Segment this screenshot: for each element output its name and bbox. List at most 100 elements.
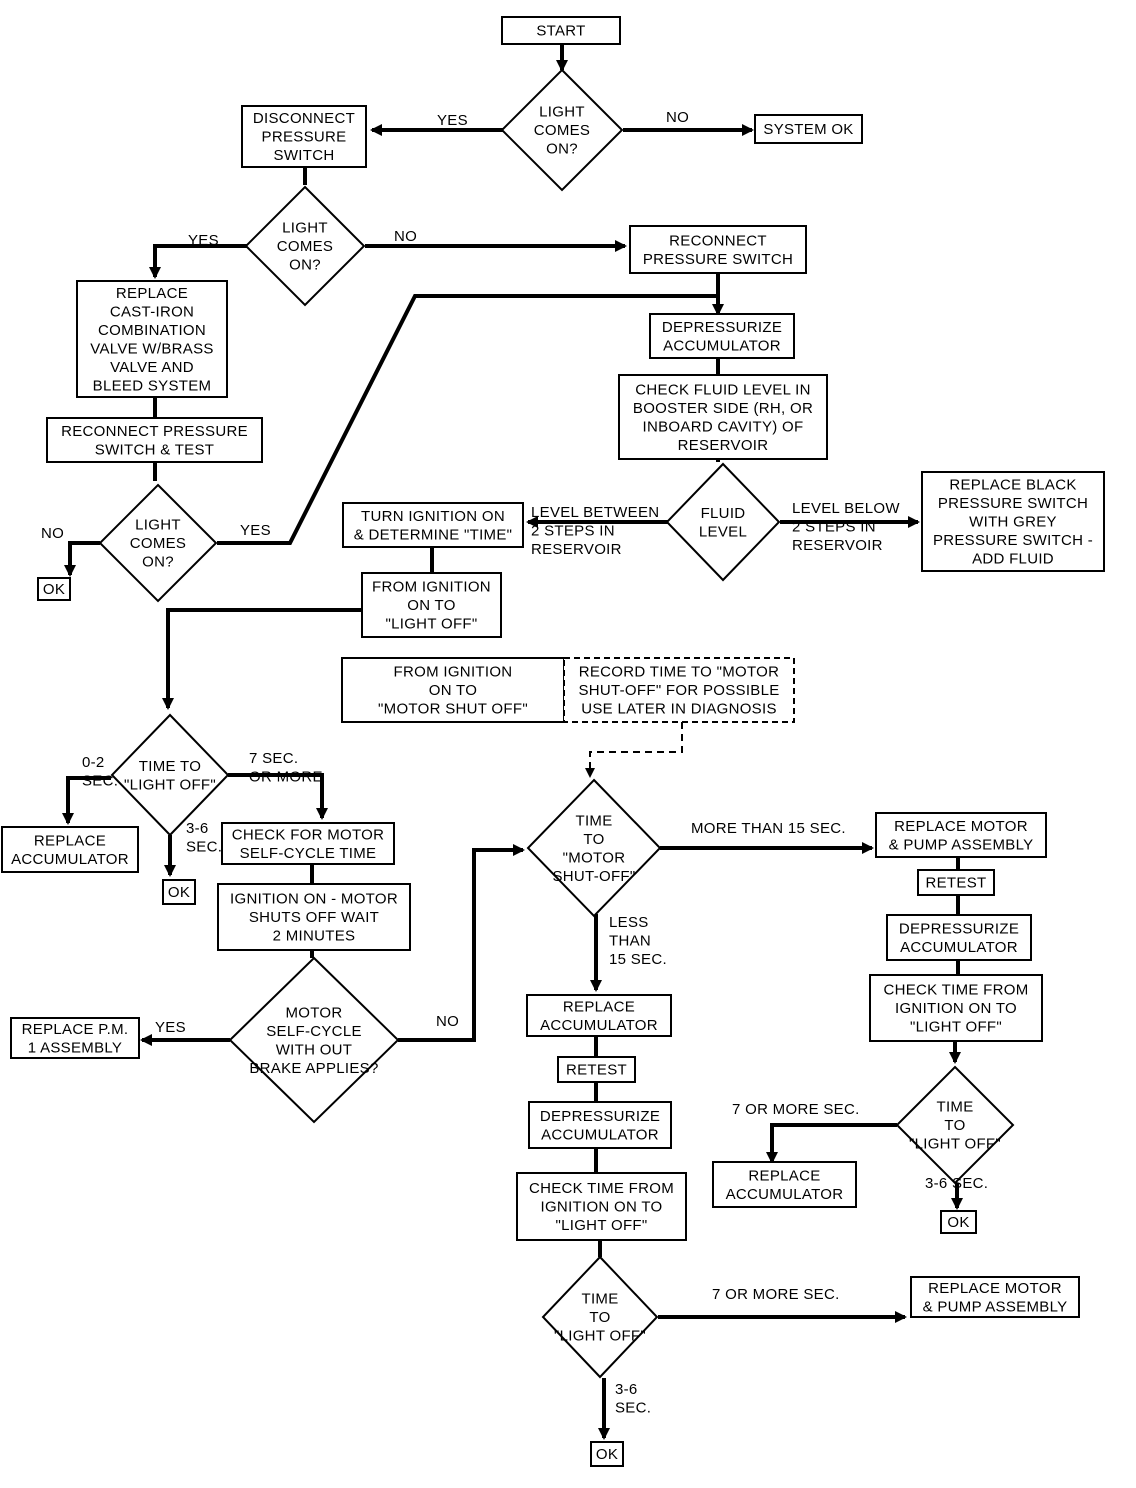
node-check-time1-line: IGNITION ON TO bbox=[895, 1000, 1017, 1017]
decision-d-motor-line: SELF-CYCLE bbox=[266, 1023, 362, 1040]
process-box bbox=[590, 1441, 624, 1467]
node-reconnect-test-line: SWITCH & TEST bbox=[95, 441, 214, 458]
label-t-7-more: 7 SEC. OR MORE bbox=[249, 750, 323, 786]
process-box bbox=[1, 826, 139, 873]
node-replace-motor1-line: REPLACE MOTOR bbox=[894, 818, 1028, 835]
decision-d-motor-line: WITH OUT bbox=[276, 1041, 353, 1058]
decision-diamond bbox=[500, 68, 624, 192]
process-box bbox=[342, 502, 524, 548]
node-replace-black-line: ADD FLUID bbox=[972, 551, 1054, 568]
label-yes1: YES bbox=[437, 112, 468, 129]
node-replace-black-line: PRESSURE SWITCH bbox=[938, 495, 1088, 512]
node-replace-motor2: REPLACE MOTOR& PUMP ASSEMBLY bbox=[910, 1276, 1080, 1318]
edge-label-line: 3-6 bbox=[615, 1381, 638, 1398]
decision-d-light2-line: ON? bbox=[289, 257, 321, 274]
node-check-time1-line: "LIGHT OFF" bbox=[910, 1019, 1002, 1036]
decision-d-light1-line: ON? bbox=[546, 141, 578, 158]
decision-d-time3-line: TO bbox=[589, 1309, 610, 1326]
node-replace-black-line: WITH GREY bbox=[969, 514, 1057, 531]
decision-d-shutoff-line: "MOTOR bbox=[563, 849, 626, 866]
node-disconnect-line: DISCONNECT bbox=[253, 110, 355, 127]
connectors bbox=[62, 44, 963, 1440]
node-system-ok-line: SYSTEM OK bbox=[763, 121, 853, 138]
label-more-15: MORE THAN 15 SEC. bbox=[691, 820, 846, 837]
label-seven-more-b: 7 OR MORE SEC. bbox=[712, 1286, 839, 1303]
node-replace-pm-line: REPLACE P.M. bbox=[22, 1021, 129, 1038]
edge-label-line: RESERVOIR bbox=[792, 537, 883, 554]
node-ok4-line: OK bbox=[596, 1446, 618, 1463]
edge-label-line: LESS bbox=[609, 914, 649, 931]
decision-diamond bbox=[541, 1255, 659, 1379]
edge-label-line: YES bbox=[437, 112, 468, 129]
node-reconnect-test-line: RECONNECT PRESSURE bbox=[61, 423, 248, 440]
node-check-time2-line: CHECK TIME FROM bbox=[529, 1180, 674, 1197]
node-start-line: START bbox=[536, 23, 585, 40]
edge-label-line: MORE THAN 15 SEC. bbox=[691, 820, 846, 837]
decision-d-time2-line: "LIGHT OFF" bbox=[909, 1136, 1001, 1153]
process-box bbox=[526, 994, 672, 1037]
node-replace-acc1-line: REPLACE bbox=[34, 832, 106, 849]
node-replace-acc2-line: ACCUMULATOR bbox=[726, 1186, 844, 1203]
decision-d-light3-line: COMES bbox=[130, 535, 187, 552]
node-retest1: RETEST bbox=[917, 869, 995, 896]
node-retest2: RETEST bbox=[557, 1056, 636, 1083]
node-retest2-line: RETEST bbox=[566, 1062, 627, 1079]
label-no2: NO bbox=[394, 228, 417, 245]
node-record-note-line: SHUT-OFF" FOR POSSIBLE bbox=[578, 682, 779, 699]
label-yes4: YES bbox=[155, 1019, 186, 1036]
node-turn-ign-line: & DETERMINE "TIME" bbox=[354, 526, 513, 543]
node-replace-pm: REPLACE P.M.1 ASSEMBLY bbox=[10, 1017, 140, 1059]
edge-label-line: YES bbox=[240, 522, 271, 539]
decision-d-time3-line: TIME bbox=[581, 1291, 618, 1308]
node-ok3: OK bbox=[940, 1210, 977, 1234]
edge-label-line: THAN bbox=[609, 933, 651, 950]
decision-d-time1: TIME TO"LIGHT OFF" bbox=[110, 713, 230, 837]
decision-d-motor-line: MOTOR bbox=[285, 1004, 342, 1021]
label-no4: NO bbox=[436, 1013, 459, 1030]
decision-d-light1-line: LIGHT bbox=[539, 104, 585, 121]
decision-d-light2-line: LIGHT bbox=[282, 220, 328, 237]
decision-d-light2-line: COMES bbox=[277, 238, 334, 255]
process-box bbox=[649, 313, 795, 359]
node-reconnect-line: PRESSURE SWITCH bbox=[643, 251, 793, 268]
decision-d-shutoff-line: TIME bbox=[575, 812, 612, 829]
node-replace-acc1-line: ACCUMULATOR bbox=[11, 851, 129, 868]
label-seven-more-a: 7 OR MORE SEC. bbox=[732, 1101, 859, 1118]
node-replace-motor1-line: & PUMP ASSEMBLY bbox=[889, 836, 1034, 853]
process-box bbox=[940, 1210, 977, 1234]
edge-label-line: NO bbox=[41, 525, 64, 542]
node-turn-ign: TURN IGNITION ON& DETERMINE "TIME" bbox=[342, 502, 524, 548]
node-ok3-line: OK bbox=[947, 1214, 969, 1231]
edge-label-line: 7 SEC. bbox=[249, 750, 298, 767]
process-box bbox=[221, 822, 395, 865]
process-box bbox=[361, 572, 502, 638]
process-box bbox=[76, 280, 228, 398]
decision-diamond bbox=[665, 462, 781, 582]
edge-label-line: OR MORE bbox=[249, 769, 323, 786]
node-replace-combo-line: VALVE AND bbox=[110, 359, 194, 376]
process-box bbox=[869, 974, 1043, 1042]
label-no1: NO bbox=[666, 109, 689, 126]
node-ok4: OK bbox=[590, 1441, 624, 1467]
node-retest1-line: RETEST bbox=[926, 875, 987, 892]
edge-label-line: YES bbox=[188, 232, 219, 249]
node-replace-pm-line: 1 ASSEMBLY bbox=[28, 1039, 122, 1056]
node-replace-acc3-line: ACCUMULATOR bbox=[540, 1017, 658, 1034]
process-box bbox=[563, 657, 795, 723]
node-replace-acc1: REPLACE ACCUMULATOR bbox=[1, 826, 139, 873]
node-check-fluid-line: BOOSTER SIDE (RH, OR bbox=[633, 400, 813, 417]
node-replace-black-line: PRESSURE SWITCH - bbox=[933, 532, 1093, 549]
